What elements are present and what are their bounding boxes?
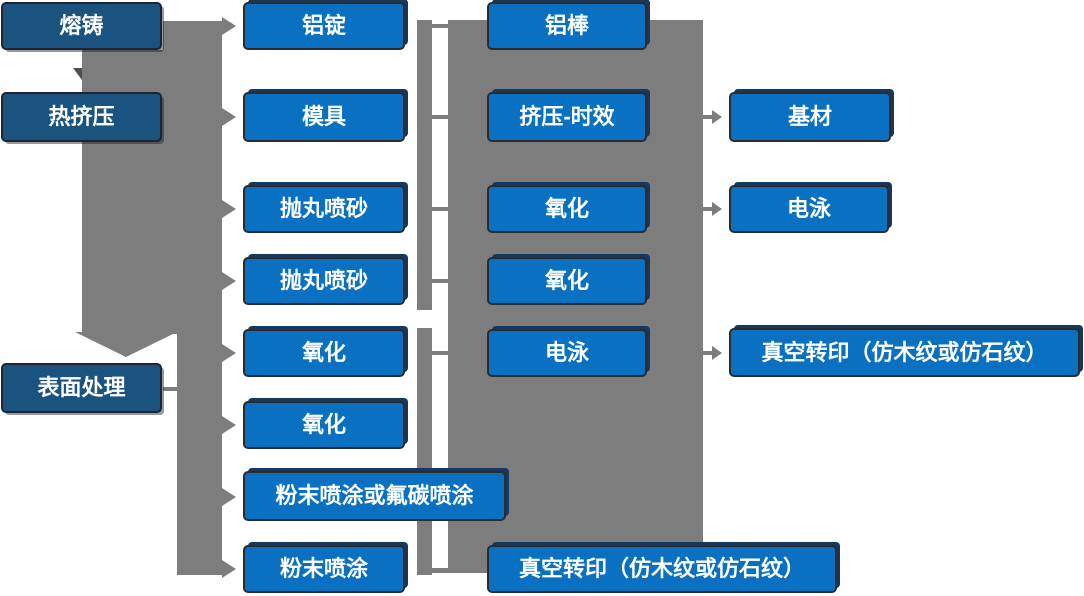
branch-arrowhead-4	[222, 272, 236, 290]
branch-arrowhead-8	[222, 560, 236, 578]
stage-band-down-arrowhead	[75, 332, 177, 357]
collector-tick-2	[432, 115, 449, 119]
node-mold: 模具	[243, 92, 405, 142]
branch-arrowhead-7	[222, 488, 236, 506]
collector-tick-1	[432, 24, 449, 28]
node-shot-blast-sandblast-1: 抛丸喷砂	[243, 185, 405, 233]
surface-treatment-connector-line	[163, 387, 179, 391]
node-oxidation-4: 氧化	[487, 257, 647, 305]
branch-arrowhead-1	[222, 17, 236, 35]
node-vacuum-transfer-print-1: 真空转印（仿木纹或仿石纹）	[487, 545, 837, 593]
collector-tick-4	[432, 279, 449, 283]
output-arrow-head-3	[712, 346, 722, 360]
collector-tick-3	[432, 207, 449, 211]
node-melting-casting: 熔铸	[1, 2, 162, 50]
node-oxidation-2: 氧化	[243, 401, 405, 449]
branch-arrowhead-5	[222, 344, 236, 362]
node-surface-treatment: 表面处理	[1, 363, 162, 413]
node-aluminum-rod: 铝棒	[487, 2, 647, 50]
node-vacuum-transfer-print-2: 真空转印（仿木纹或仿石纹）	[729, 328, 1080, 377]
branch-arrowhead-6	[222, 416, 236, 434]
node-substrate: 基材	[729, 92, 891, 142]
collector-bar-lower	[417, 328, 432, 575]
output-arrow-head-2	[712, 202, 722, 216]
node-aluminum-ingot: 铝锭	[243, 2, 405, 50]
output-arrow-line-3	[702, 351, 712, 355]
node-extrusion-aging: 挤压-时效	[487, 92, 647, 142]
branch-arrowhead-2	[222, 108, 236, 126]
node-shot-blast-sandblast-2: 抛丸喷砂	[243, 257, 405, 305]
node-powder-coating: 粉末喷涂	[243, 545, 405, 593]
output-arrow-line-2	[702, 207, 712, 211]
node-electrophoresis-1: 电泳	[487, 329, 647, 377]
node-oxidation-1: 氧化	[243, 329, 405, 377]
output-arrow-line-1	[702, 115, 712, 119]
node-powder-or-fluorocarbon-coating: 粉末喷涂或氟碳喷涂	[243, 471, 506, 521]
collector-bar-upper	[417, 20, 432, 310]
branch-band	[177, 21, 222, 575]
collector-tick-6	[432, 568, 449, 573]
node-oxidation-3: 氧化	[487, 185, 647, 233]
node-hot-extrusion: 热挤压	[1, 92, 162, 142]
branch-arrowhead-3	[222, 200, 236, 218]
node-electrophoresis-2: 电泳	[729, 185, 889, 233]
output-arrow-head-1	[712, 110, 722, 124]
collector-tick-5	[432, 351, 449, 355]
